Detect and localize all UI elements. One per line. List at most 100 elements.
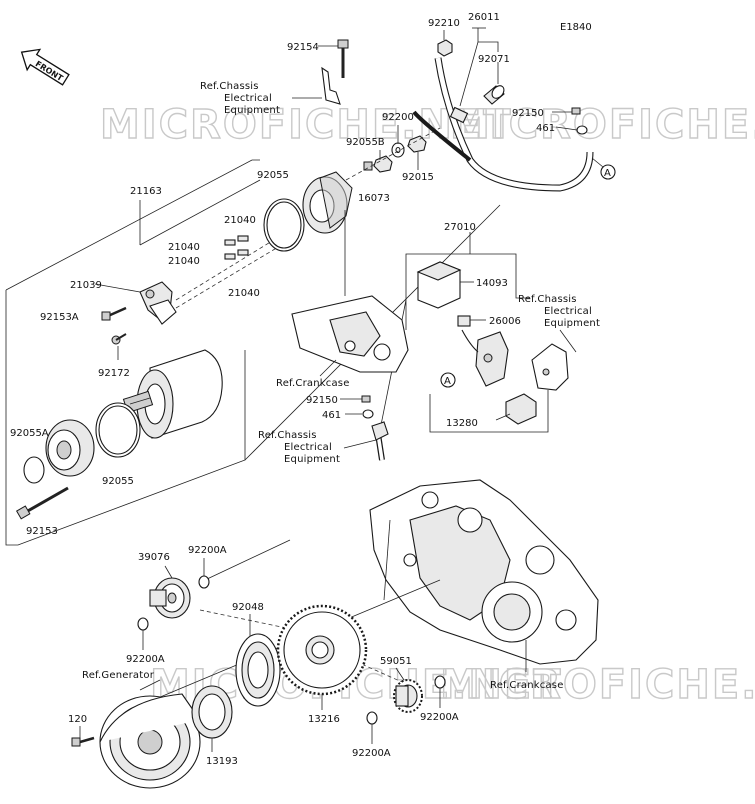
watermark-bottom-right: MICROFICHE.NET [440,662,755,708]
bolt-92154 [337,39,349,78]
o-ring-92055A [23,456,45,484]
label-21163: 21163 [130,186,162,197]
screw-92153A [101,306,127,321]
starter-end-cover [45,419,95,477]
label-16073: 16073 [358,193,390,204]
svg-text:Electrical: Electrical [284,442,332,453]
label-21039: 21039 [70,280,102,291]
label-120: 120 [68,714,87,725]
nut-16073 [373,155,393,173]
crankcase-fragment-top [291,295,409,373]
relay-bracket [531,343,569,391]
washer-92200A-left [137,617,149,631]
front-arrow-icon: FRONT [20,48,70,86]
bolt-120 [71,736,95,747]
terminal-bracket [321,66,341,105]
svg-text:Electrical: Electrical [544,306,592,317]
clutch-plate-92048 [235,633,281,707]
ref-crankcase-top: Ref.Crankcase [276,378,350,389]
group-frame-top [5,159,260,291]
ref-chassis-top: Ref.Chassis Electrical Equipment [200,81,322,116]
label-21040-d: 21040 [228,288,260,299]
watermark-top-right: MICROFICHE.NET [450,102,755,148]
label-92055-mid: 92055 [102,476,134,487]
svg-text:Equipment: Equipment [224,105,280,116]
label-92153: 92153 [26,526,58,537]
nut-92210 [437,39,453,57]
label-92153A: 92153A [40,312,79,323]
label-92210: 92210 [428,18,460,29]
label-92055A: 92055A [10,428,49,439]
idler-gear-39076 [149,577,191,619]
label-21040-c: 21040 [168,256,200,267]
label-59051: 59051 [380,656,412,667]
relay-rubber-13280 [505,393,537,425]
label-92055B: 92055B [346,137,385,148]
label-92200: 92200 [382,112,414,123]
label-92154: 92154 [287,42,319,53]
terminal-cap-92071 [483,85,505,105]
diagram-code: E1840 [560,22,592,33]
svg-text:Ref.Chassis: Ref.Chassis [200,81,259,92]
starter-motor [122,349,223,439]
starter-relay [461,329,509,387]
label-92172: 92172 [98,368,130,379]
one-way-clutch-13193 [191,685,233,739]
label-92150-top: 92150 [512,108,544,119]
brushes-21040 [224,235,249,260]
label-92200A-left: 92200A [126,654,165,665]
washer-92200A-right [434,675,446,689]
label-461-top: 461 [536,123,555,134]
svg-text:Ref.Chassis: Ref.Chassis [258,430,317,441]
callout-a-mid [440,372,456,388]
label-21040-a: 21040 [224,215,256,226]
svg-text:Equipment: Equipment [544,318,600,329]
relay-frame [405,253,530,300]
callout-a-top [600,164,616,180]
connector-26006 [457,315,471,327]
crankcase-main [369,479,599,665]
label-13193: 13193 [206,756,238,767]
label-461-mid: 461 [322,410,341,421]
brush-holder-21039 [139,281,177,325]
callout-a-mid-label: A [444,376,451,387]
label-92200A-right: 92200A [420,712,459,723]
label-39076: 39076 [138,552,170,563]
label-26011: 26011 [468,12,500,23]
svg-text:Ref.Chassis: Ref.Chassis [518,294,577,305]
label-92055-top: 92055 [257,170,289,181]
starter-gear-13216 [276,604,368,696]
watermark-top: MICROFICHE.NET [100,102,513,148]
label-92200A-top: 92200A [188,545,227,556]
ref-chassis-right: Ref.Chassis Electrical Equipment [518,294,600,329]
label-92200A-bottom: 92200A [352,748,391,759]
label-92015: 92015 [402,172,434,183]
callout-a-top-label: A [604,168,611,179]
screw-92172 [111,333,127,345]
washer-92200A-bottom [366,711,378,725]
ref-generator: Ref.Generator [82,670,155,681]
label-27010: 27010 [444,222,476,233]
group-frame-left [5,290,246,546]
gear-59051 [393,679,423,713]
ref-crankcase-bottom: Ref.Crankcase [490,680,564,691]
washer-92200A-top [198,575,210,589]
svg-text:Electrical: Electrical [224,93,272,104]
svg-text:Equipment: Equipment [284,454,340,465]
ref-chassis-mid: Ref.Chassis Electrical Equipment [258,430,377,465]
label-21040-b: 21040 [168,242,200,253]
label-26006: 26006 [489,316,521,327]
label-13216: 13216 [308,714,340,725]
long-bolt-92153 [15,486,69,520]
screw-92150-top [571,107,588,135]
screw-92150-mid [361,395,374,419]
label-92071: 92071 [478,54,510,65]
label-14093: 14093 [476,278,508,289]
cable-end-mid [371,421,389,461]
label-92150-mid: 92150 [306,395,338,406]
label-92048: 92048 [232,602,264,613]
label-13280: 13280 [446,418,478,429]
starter-cable-26011 [412,57,594,192]
